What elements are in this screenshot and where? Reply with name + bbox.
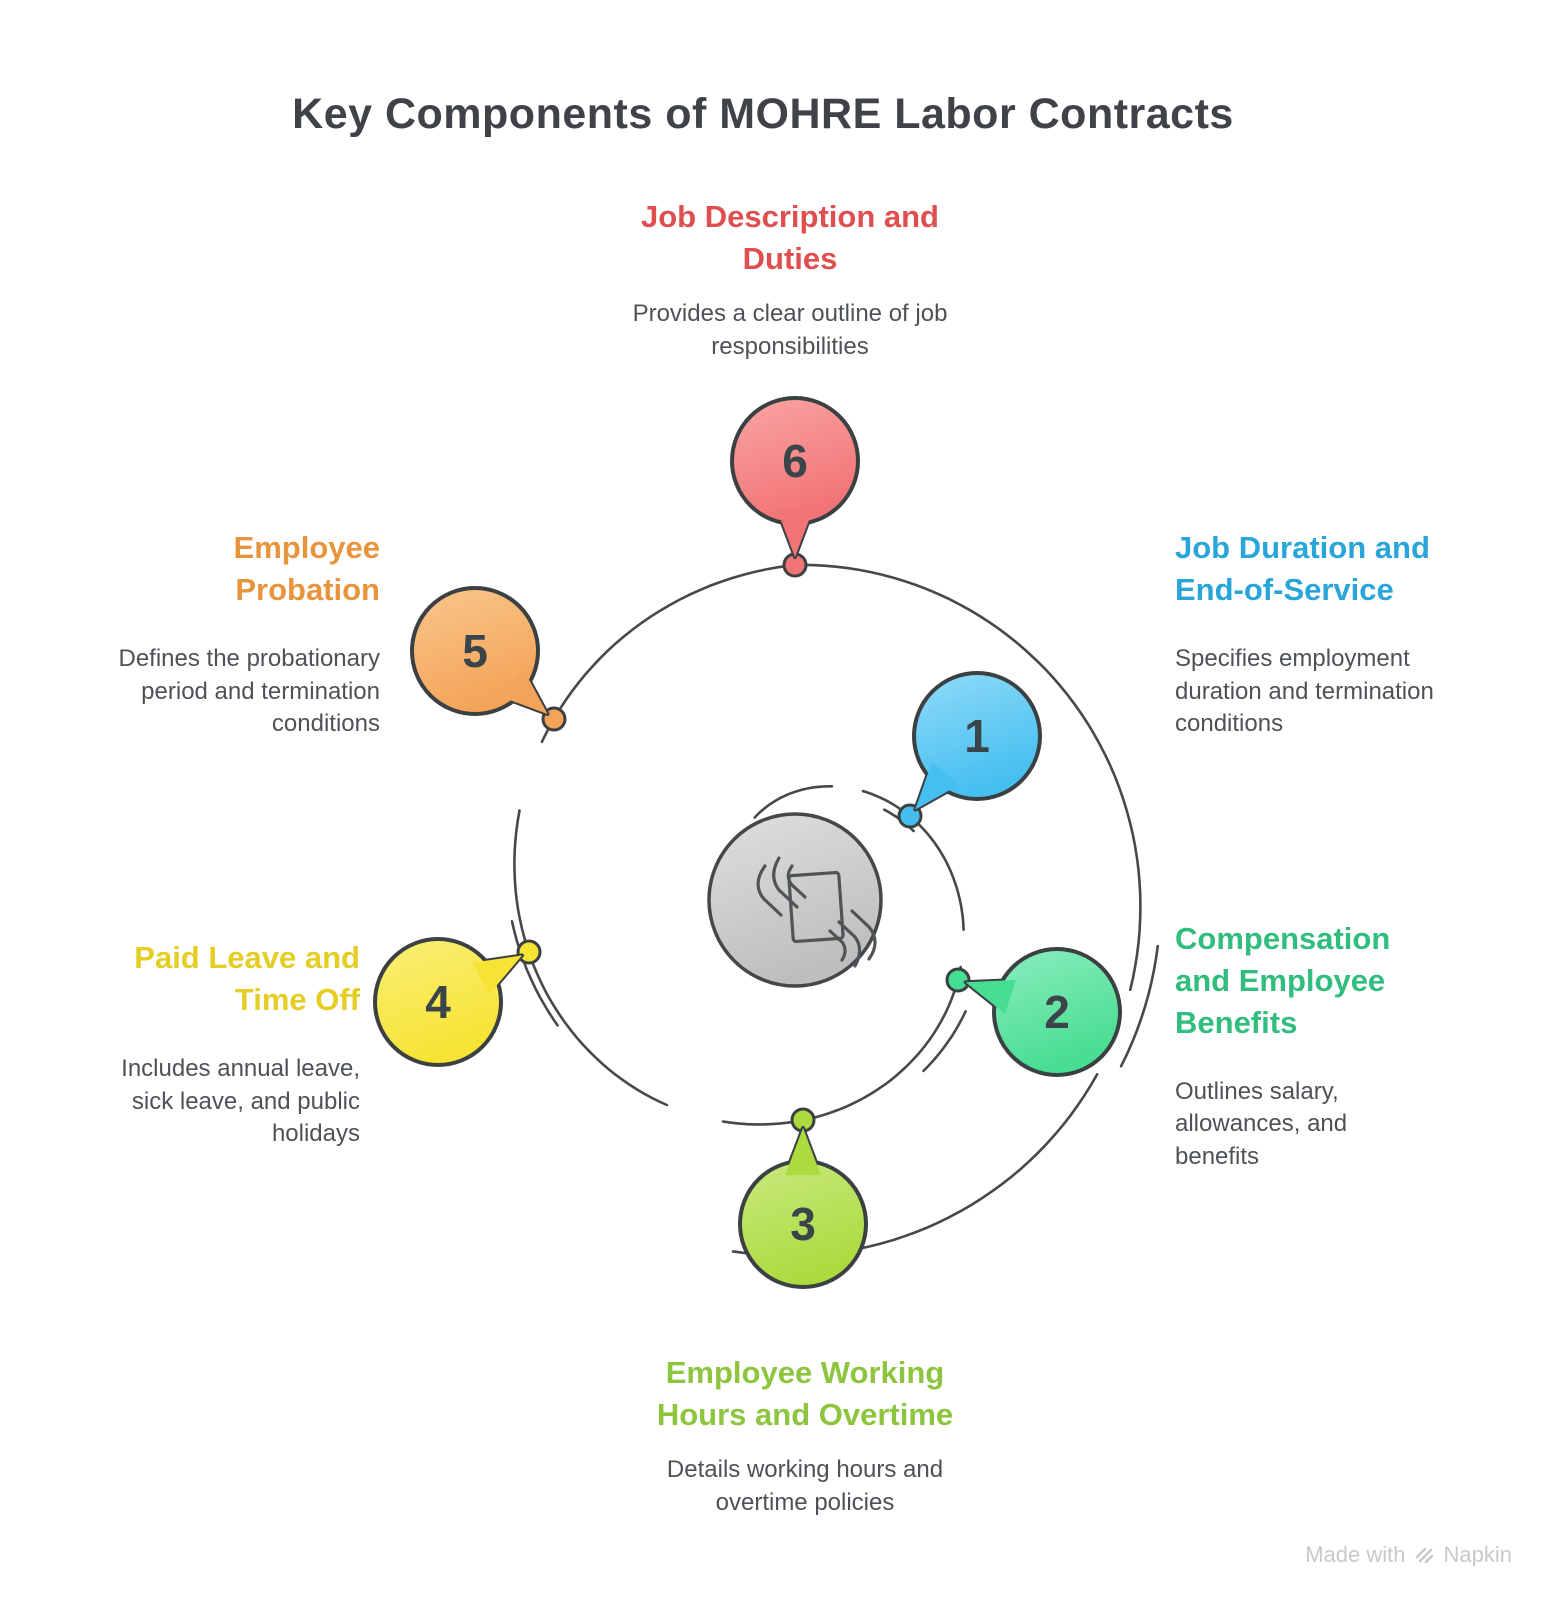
item-3-heading: Employee Working Hours and Overtime <box>656 1355 954 1432</box>
napkin-logo-icon <box>1415 1547 1433 1564</box>
center-circle <box>707 812 883 988</box>
marker-5: 5 <box>410 586 567 732</box>
item-3-description: Details working hours and overtime polic… <box>666 1455 944 1516</box>
marker-4-bubble <box>373 937 503 1067</box>
marker-3-number: 3 <box>790 1198 816 1250</box>
spiral-path <box>513 563 1142 1257</box>
item-4-description: Includes annual leave, sick leave, and p… <box>121 1054 360 1148</box>
document-in-hands-icon <box>756 856 877 968</box>
watermark-prefix: Made with <box>1305 1542 1406 1567</box>
marker-6: 6 <box>730 396 860 578</box>
watermark: Made with Napkin <box>1305 1542 1512 1568</box>
section-paid-leave: Paid Leave and Time Off Includes annual … <box>20 937 360 1151</box>
section-probation: Employee Probation Defines the probation… <box>20 527 381 741</box>
item-2-description: Outlines salary, allowances, and benefit… <box>1175 1077 1348 1171</box>
item-6-heading: Job Description and Duties <box>641 199 939 276</box>
marker-2-dot <box>945 967 971 993</box>
watermark-brand: Napkin <box>1443 1542 1512 1567</box>
marker-4-number: 4 <box>425 976 451 1028</box>
section-job-description: Job Description and Duties Provides a cl… <box>505 196 1075 363</box>
marker-2-bubble <box>992 947 1122 1077</box>
marker-4: 4 <box>373 937 542 1067</box>
section-job-duration: Job Duration and End-of-Service Specifie… <box>1175 527 1525 741</box>
marker-4-dot <box>516 939 542 965</box>
item-5-description: Defines the probationary period and term… <box>118 644 381 738</box>
marker-6-number: 6 <box>782 435 808 487</box>
section-compensation: Compensation and Employee Benefits Outli… <box>1175 918 1505 1174</box>
marker-5-bubble <box>410 586 540 716</box>
item-1-heading: Job Duration and End-of-Service <box>1175 530 1430 607</box>
marker-1-number: 1 <box>964 710 990 762</box>
item-6-description: Provides a clear outline of job responsi… <box>632 299 948 360</box>
marker-5-number: 5 <box>462 625 488 677</box>
section-working-hours: Employee Working Hours and Overtime Deta… <box>520 1352 1090 1519</box>
item-4-heading: Paid Leave and Time Off <box>134 940 360 1017</box>
marker-2-number: 2 <box>1044 986 1070 1038</box>
marker-3: 3 <box>738 1107 868 1289</box>
item-5-heading: Employee Probation <box>233 530 380 607</box>
marker-2: 2 <box>945 947 1122 1077</box>
marker-1: 1 <box>897 671 1042 829</box>
item-2-heading: Compensation and Employee Benefits <box>1175 921 1391 1040</box>
marker-1-bubble <box>912 671 1042 801</box>
item-1-description: Specifies employment duration and termin… <box>1175 644 1434 738</box>
page-title: Key Components of MOHRE Labor Contracts <box>292 90 1234 138</box>
spiral-fragments <box>510 808 1160 1073</box>
